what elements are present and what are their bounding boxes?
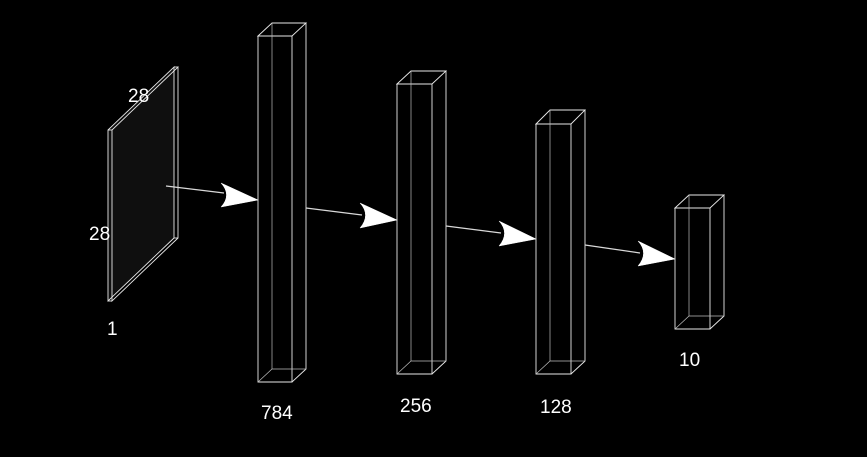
input-height-label: 28 xyxy=(89,224,111,245)
input-width-label: 28 xyxy=(128,86,150,107)
input-plane xyxy=(107,65,179,303)
layer-size-label-128: 128 xyxy=(540,397,572,418)
layer-box-256 xyxy=(395,70,448,375)
arrow-input-to-784 xyxy=(165,182,259,208)
arrow-784-to-256 xyxy=(305,202,398,229)
arrow-128-to-10 xyxy=(584,240,676,267)
layer-size-label-10: 10 xyxy=(679,350,701,371)
input-channels-label: 1 xyxy=(107,319,118,340)
layer-box-784 xyxy=(256,22,308,383)
arrow-256-to-128 xyxy=(445,220,537,247)
layer-box-10 xyxy=(673,194,726,330)
layer-box-128 xyxy=(534,109,587,375)
layer-size-label-256: 256 xyxy=(400,396,432,417)
layer-size-label-784: 784 xyxy=(261,403,293,424)
